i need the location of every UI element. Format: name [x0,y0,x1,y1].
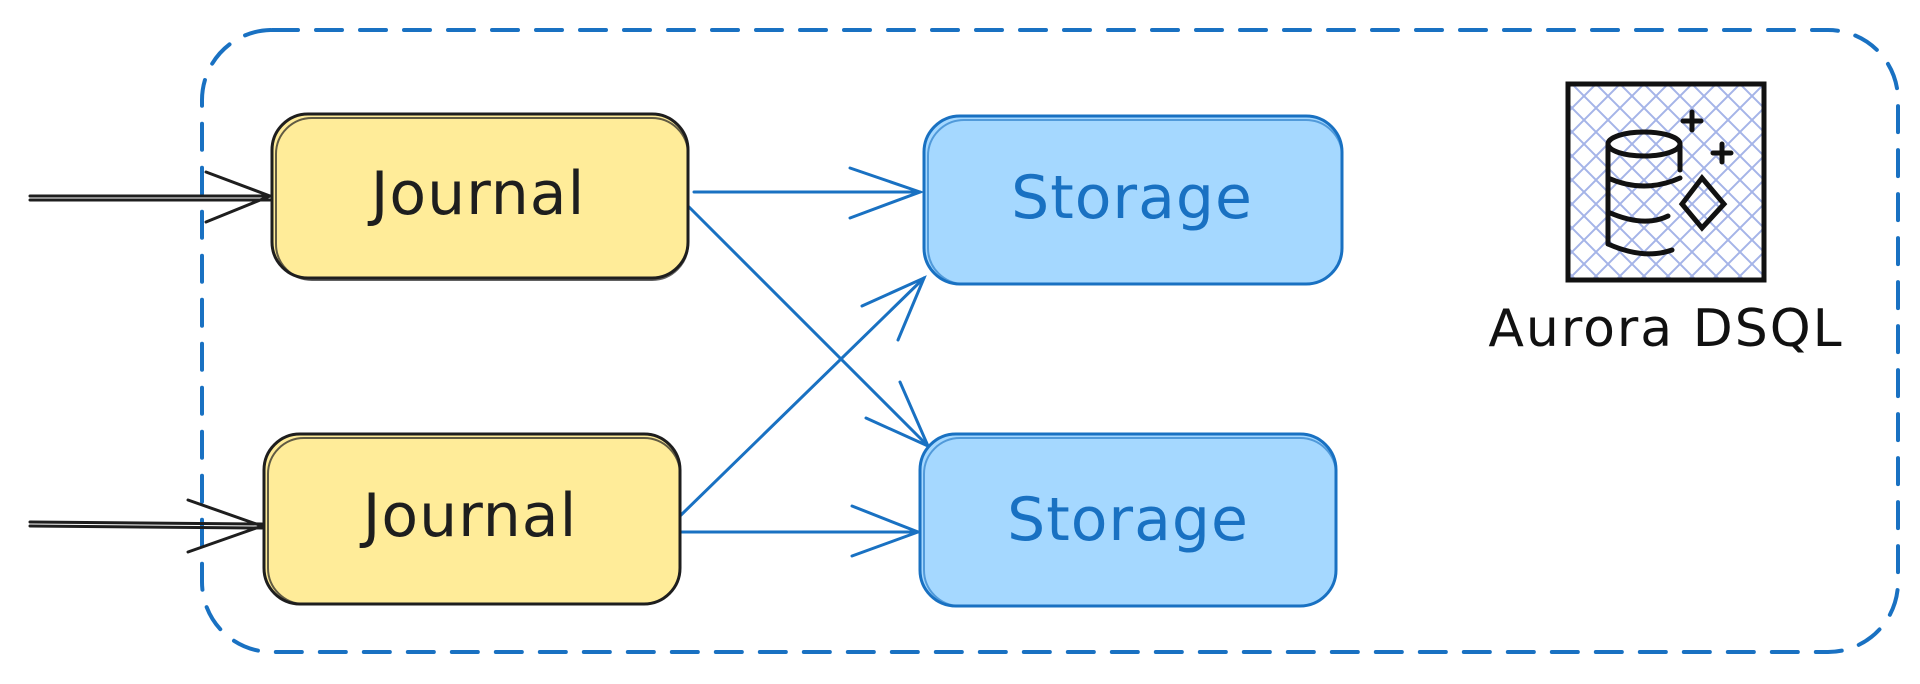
storage-label-2: Storage [1007,485,1249,555]
region-boundary [200,28,1900,654]
journal-label-1: Journal [367,159,586,229]
journal-box-1: Journal [270,112,690,281]
aurora-dsql-logo: Aurora DSQL [1488,81,1843,359]
journal-box-2: Journal [262,432,682,606]
storage-box-2: Storage [918,432,1338,608]
incoming-arrow-journal-1 [28,170,275,224]
journal-label-2: Journal [359,481,578,551]
logo-label: Aurora DSQL [1488,299,1843,359]
arrow-journal1-storage2 [686,204,931,449]
storage-label-1: Storage [1011,163,1253,233]
arrow-journal2-storage1 [678,275,927,518]
database-icon [1605,109,1734,257]
arrow-journal2-storage2 [678,504,923,558]
arrow-journal1-storage1 [692,166,925,220]
incoming-arrow-journal-2 [28,498,267,554]
storage-box-1: Storage [922,114,1344,286]
